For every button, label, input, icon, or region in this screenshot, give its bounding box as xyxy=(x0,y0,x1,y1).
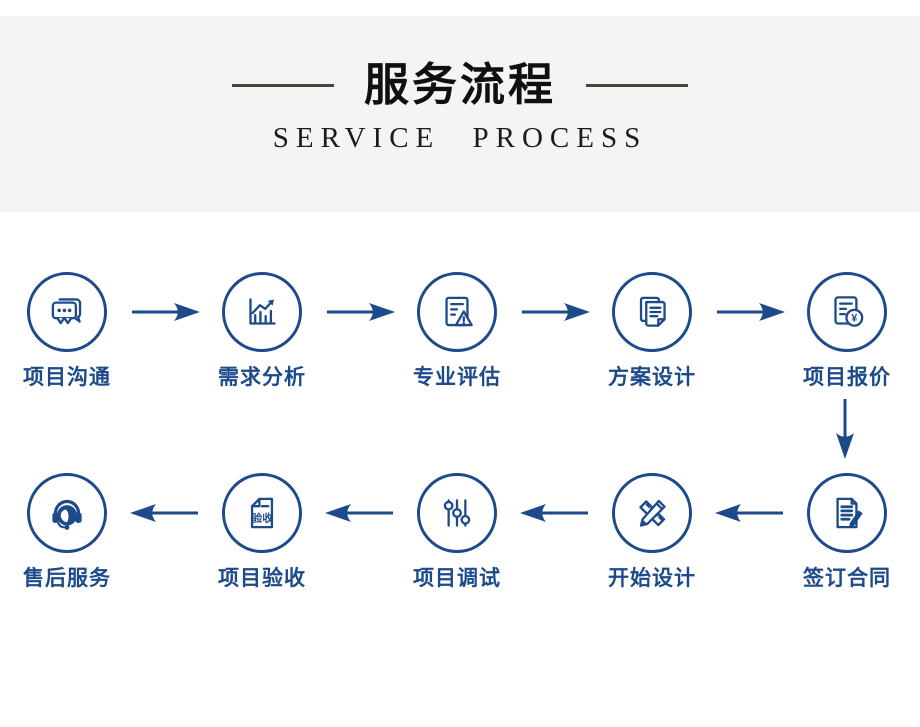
step-label: 售后服务 xyxy=(23,567,111,591)
step-professional-evaluation: 专业评估 xyxy=(402,272,512,389)
step-label: 开始设计 xyxy=(608,567,696,591)
title-right-line xyxy=(586,83,688,87)
document-alert-icon xyxy=(417,272,497,352)
yuan-symbol: ¥ xyxy=(851,313,858,325)
step-label: 需求分析 xyxy=(218,366,306,389)
document-price-icon: ¥ xyxy=(807,272,887,352)
right-arrow-icon xyxy=(707,301,792,323)
step-label: 专业评估 xyxy=(413,366,501,389)
pencil-ruler-icon xyxy=(612,473,692,554)
step-label: 方案设计 xyxy=(608,366,696,389)
step-project-debugging: 项目调试 xyxy=(402,473,512,590)
down-arrow-icon xyxy=(834,397,856,464)
connector-row xyxy=(0,389,920,473)
step-label: 项目验收 xyxy=(218,567,306,591)
page-subtitle: SERVICE PROCESS xyxy=(272,122,648,154)
growth-chart-icon xyxy=(222,272,302,352)
flow-row-2: 售后服务 验收 项目验收 xyxy=(0,473,920,590)
step-sign-contract: 签订合同 xyxy=(792,473,902,590)
left-arrow-icon xyxy=(317,502,402,524)
left-arrow-icon xyxy=(512,502,597,524)
acceptance-badge: 验收 xyxy=(252,511,273,524)
documents-icon xyxy=(612,272,692,352)
step-start-design: 开始设计 xyxy=(597,473,707,590)
step-project-acceptance: 验收 项目验收 xyxy=(207,473,317,590)
page-title: 服务流程 xyxy=(363,59,556,110)
step-label: 项目调试 xyxy=(413,567,501,591)
right-arrow-icon xyxy=(122,301,207,323)
title-row: 服务流程 xyxy=(0,58,920,112)
sliders-icon xyxy=(417,473,497,554)
step-requirement-analysis: 需求分析 xyxy=(207,272,317,389)
step-project-quotation: ¥ 项目报价 xyxy=(792,272,902,389)
left-arrow-icon xyxy=(122,502,207,524)
step-label: 项目报价 xyxy=(803,366,891,389)
process-flow: 项目沟通 xyxy=(0,212,920,590)
contract-pen-icon xyxy=(807,473,887,554)
right-arrow-icon xyxy=(317,301,402,323)
step-project-communication: 项目沟通 xyxy=(12,272,122,389)
document-accept-icon: 验收 xyxy=(222,473,302,554)
step-label: 项目沟通 xyxy=(23,366,111,389)
right-arrow-icon xyxy=(512,301,597,323)
speech-bubbles-icon xyxy=(27,272,107,352)
step-label: 签订合同 xyxy=(803,567,891,591)
flow-row-1: 项目沟通 xyxy=(0,272,920,389)
header-band: 服务流程 SERVICE PROCESS xyxy=(0,16,920,212)
step-scheme-design: 方案设计 xyxy=(597,272,707,389)
left-arrow-icon xyxy=(707,502,792,524)
step-after-sales-service: 售后服务 xyxy=(12,473,122,590)
title-left-line xyxy=(231,83,334,87)
customer-support-icon xyxy=(27,473,107,554)
